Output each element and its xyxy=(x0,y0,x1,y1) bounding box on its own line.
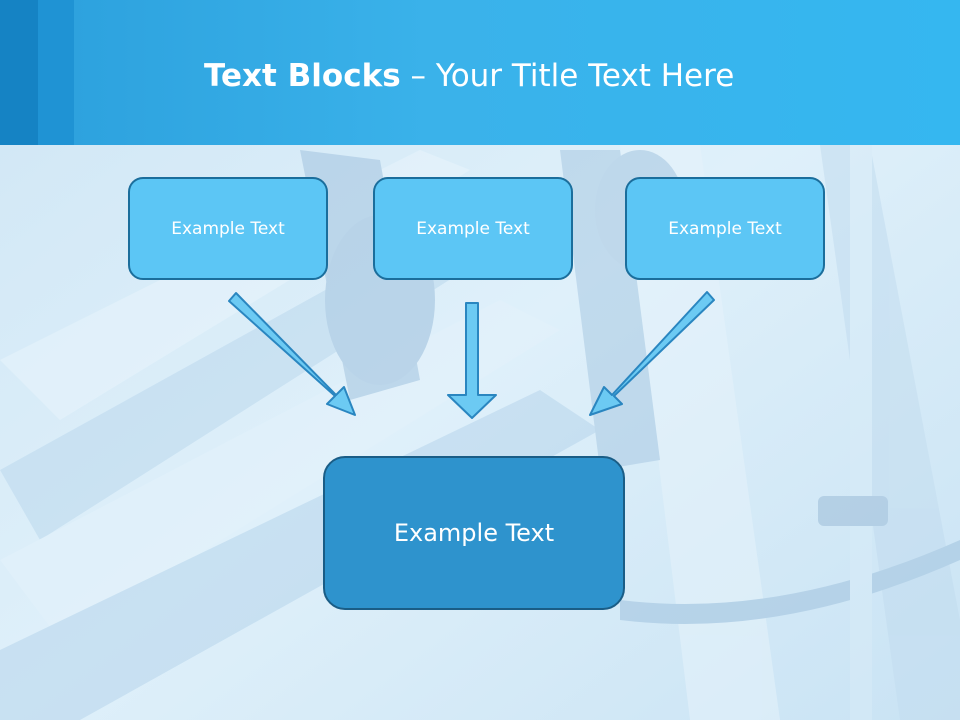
text-block-label: Example Text xyxy=(171,218,285,239)
text-block-top-right[interactable]: Example Text xyxy=(625,177,825,280)
slide-title[interactable]: Text Blocks – Your Title Text Here xyxy=(204,56,734,96)
text-block-top-left[interactable]: Example Text xyxy=(128,177,328,280)
title-bar xyxy=(0,0,960,145)
text-block-top-center[interactable]: Example Text xyxy=(373,177,573,280)
header-stripe-mid xyxy=(38,0,74,145)
text-block-label: Example Text xyxy=(393,519,555,547)
text-block-label: Example Text xyxy=(416,218,530,239)
title-rest: Your Title Text Here xyxy=(435,58,735,94)
text-block-bottom[interactable]: Example Text xyxy=(323,456,625,610)
text-block-label: Example Text xyxy=(668,218,782,239)
title-dash: – xyxy=(400,58,436,94)
header-stripe-dark xyxy=(0,0,38,145)
title-bold-part: Text Blocks xyxy=(204,58,401,94)
